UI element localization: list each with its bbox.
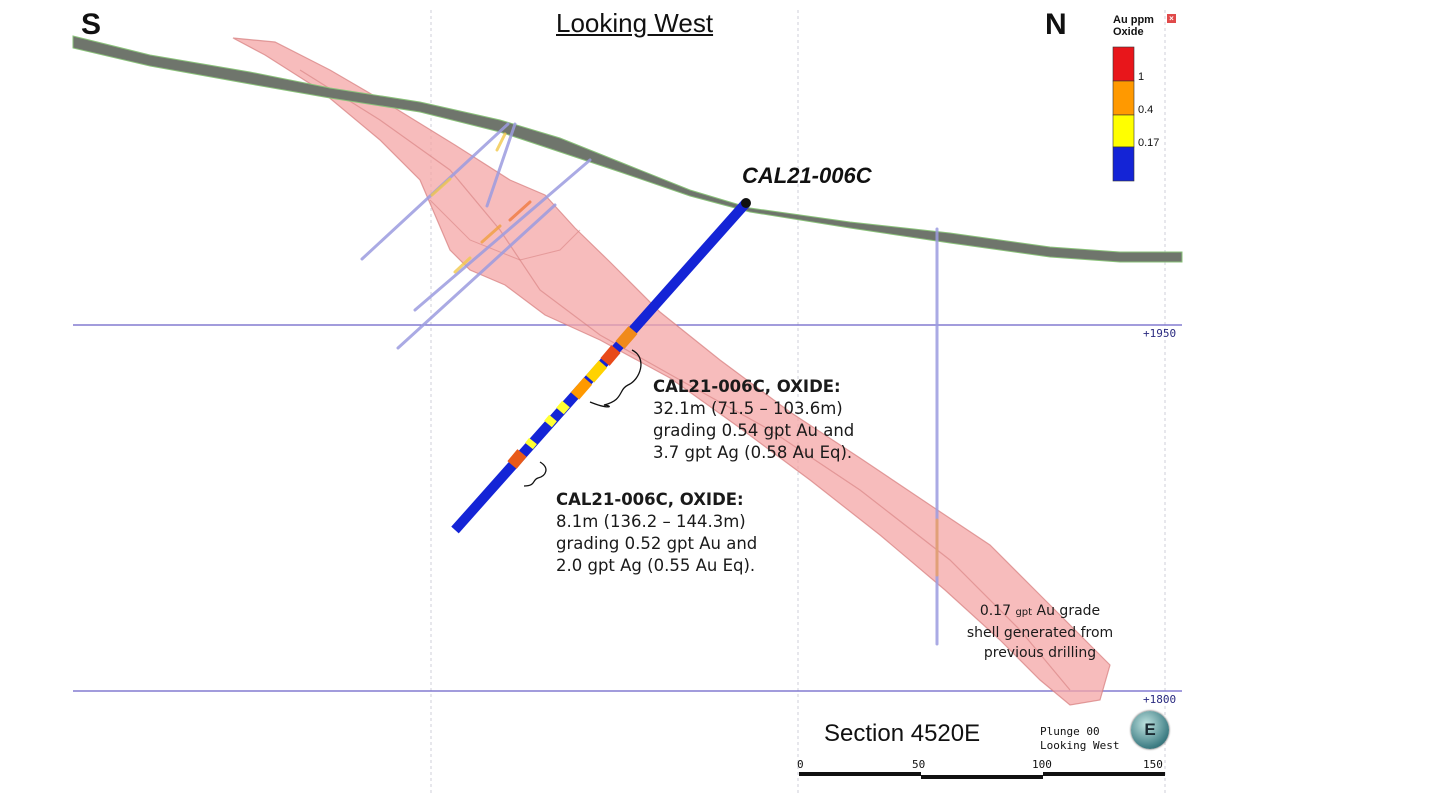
- elevation-label-1800: +1800: [1143, 693, 1177, 706]
- plunge-view: Looking West: [1040, 739, 1120, 752]
- topography-surface: [72, 35, 1183, 263]
- scale-bar: [799, 772, 1165, 779]
- intercept-1-ag-grade: 3.7 gpt Ag (0.58 Au Eq).: [653, 443, 853, 462]
- legend-colorbar: [1112, 46, 1135, 182]
- intercept-annotation-2: CAL21-006C, OXIDE: 8.1m (136.2 – 144.3m)…: [556, 489, 757, 577]
- legend-title-line1: Au ppm: [1113, 14, 1154, 26]
- previous-drillhole-grades: [430, 132, 939, 577]
- intercept-brace-1: [589, 349, 642, 408]
- legend-bin-017: 0.17: [1138, 137, 1160, 149]
- intercept-2-au-grade: grading 0.52 gpt Au and: [556, 534, 758, 553]
- grade-shell-note-line2: shell generated from: [966, 625, 1114, 641]
- plunge-label: Plunge 00 Looking West: [1040, 725, 1119, 753]
- grade-shell-note: 0.17 gpt Au grade shell generated from p…: [955, 601, 1125, 663]
- grade-shell-note-line3: previous drilling: [983, 645, 1097, 661]
- intercept-2-ag-grade: 2.0 gpt Ag (0.55 Au Eq).: [556, 556, 756, 575]
- grid-lines: [430, 10, 1166, 795]
- scale-tick-50: 50: [912, 758, 926, 771]
- intercept-brace-2: [523, 461, 547, 487]
- drillhole-cal21-006c[interactable]: [451, 198, 751, 534]
- scale-tick-0: 0: [797, 758, 804, 771]
- intercept-annotation-1: CAL21-006C, OXIDE: 32.1m (71.5 – 103.6m)…: [653, 376, 854, 464]
- intercept-2-interval: 8.1m (136.2 – 144.3m): [556, 512, 746, 531]
- legend-close-icon[interactable]: ×: [1167, 14, 1176, 23]
- legend-title: Au ppm Oxide: [1113, 14, 1154, 38]
- intercept-1-au-grade: grading 0.54 gpt Au and: [653, 421, 855, 440]
- scale-tick-100: 100: [1032, 758, 1052, 771]
- legend-bin-1: 1: [1138, 71, 1145, 83]
- direction-north: N: [1045, 8, 1067, 41]
- direction-south: S: [81, 8, 102, 41]
- elevation-label-1950: +1950: [1143, 327, 1177, 340]
- intercept-1-interval: 32.1m (71.5 – 103.6m): [653, 399, 843, 418]
- intercept-2-heading: CAL21-006C, OXIDE:: [556, 490, 744, 509]
- drillhole-label: CAL21-006C: [742, 163, 872, 188]
- scale-tick-150: 150: [1143, 758, 1163, 771]
- plunge-value: Plunge 00: [1040, 725, 1100, 738]
- intercept-1-heading: CAL21-006C, OXIDE:: [653, 377, 841, 396]
- section-label: Section 4520E: [824, 720, 981, 747]
- legend-title-line2: Oxide: [1113, 26, 1144, 38]
- grade-shell-note-line1: 0.17 gpt Au grade: [979, 603, 1101, 619]
- compass-icon[interactable]: E: [1131, 711, 1169, 749]
- legend-bin-04: 0.4: [1138, 104, 1154, 116]
- compass-letter: E: [1144, 720, 1156, 739]
- view-title: Looking West: [556, 8, 714, 38]
